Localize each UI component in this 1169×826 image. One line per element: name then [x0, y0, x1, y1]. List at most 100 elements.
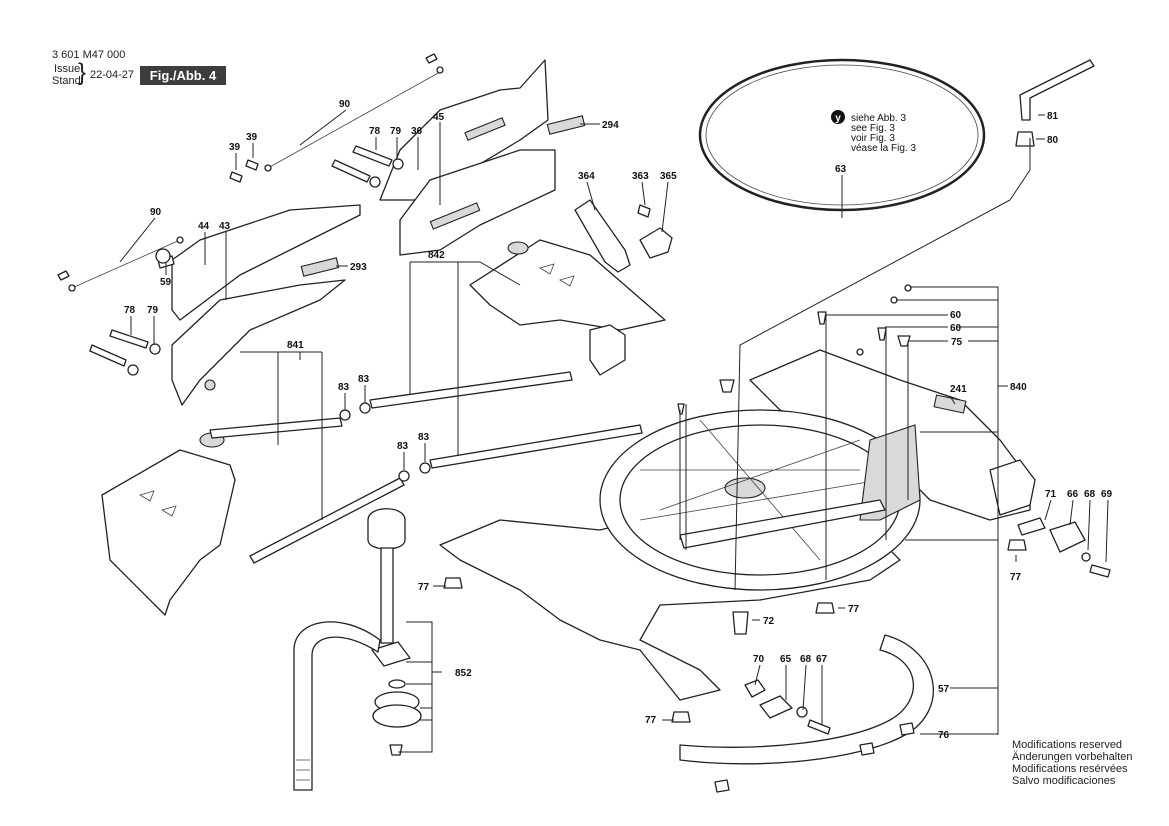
callout-labels: 90 90 39 39 78 79 36 45 294 44 43 59 293…: [124, 99, 1113, 741]
clip-83-d: [419, 462, 431, 474]
cable-wire-upper: [264, 53, 444, 172]
callout-59: 59: [160, 277, 172, 288]
callout-60: 60: [950, 323, 962, 334]
guide-rods: [209, 371, 643, 564]
callout-90: 90: [150, 207, 162, 218]
sticker-294: [546, 115, 586, 135]
reference-note-line: véase la Fig. 3: [851, 143, 916, 154]
callout-80: 80: [1047, 135, 1059, 146]
callout-241: 241: [950, 384, 967, 395]
issue-date: 22-04-27: [90, 69, 135, 81]
sticker-293: [300, 257, 340, 277]
callout-364: 364: [578, 171, 595, 182]
cable-wire-lower: [57, 236, 184, 292]
lock-assembly-right: [1017, 517, 1111, 578]
table-extension-left: [101, 432, 236, 616]
callout-44: 44: [198, 221, 210, 232]
callout-76: 76: [938, 730, 950, 741]
callout-60: 60: [950, 310, 962, 321]
nut-77-a: [443, 577, 463, 589]
cap-80: [1015, 131, 1035, 147]
callout-363: 363: [632, 171, 649, 182]
modifications-note: Modifications reserved Änderungen vorbeh…: [1012, 739, 1132, 787]
screw-39-a: [229, 171, 243, 183]
callout-77: 77: [1010, 572, 1022, 583]
callout-75: 75: [951, 337, 963, 348]
callout-67: 67: [816, 654, 828, 665]
table-extension-right: [469, 239, 666, 376]
bolt-78-lower: [89, 329, 161, 376]
callout-39: 39: [246, 132, 258, 143]
knob-365: [639, 227, 673, 259]
clip-83-b: [359, 402, 371, 414]
callout-77: 77: [418, 582, 430, 593]
callout-83: 83: [418, 432, 430, 443]
reference-note-line: see Fig. 3: [851, 123, 895, 134]
screw-39-b: [245, 159, 259, 171]
nut-77-d: [671, 711, 691, 723]
callout-293: 293: [350, 262, 367, 273]
handle-852: [293, 508, 422, 791]
callout-842: 842: [428, 250, 445, 261]
callout-71: 71: [1045, 489, 1057, 500]
reference-symbol: [831, 110, 845, 124]
lever-364: [574, 199, 631, 273]
callout-79: 79: [147, 305, 159, 316]
modifications-line: Modifications reserved: [1012, 739, 1123, 751]
callout-66: 66: [1067, 489, 1079, 500]
callout-83: 83: [358, 374, 370, 385]
modifications-line: Änderungen vorbehalten: [1012, 751, 1133, 763]
screws-60-75: [677, 284, 912, 415]
callout-90: 90: [339, 99, 351, 110]
machine-base: [439, 349, 1036, 701]
bolt-78-upper: [331, 145, 404, 188]
hex-key-81: [1019, 59, 1095, 121]
reference-note-line: voir Fig. 3: [851, 133, 895, 144]
nut-77-b: [1007, 539, 1027, 551]
callout-79: 79: [390, 126, 402, 137]
reference-symbol-letter: y: [835, 113, 841, 124]
callout-77: 77: [848, 604, 860, 615]
stand-label: Stand: [52, 75, 81, 87]
callout-78: 78: [369, 126, 381, 137]
reference-note-line: siehe Abb. 3: [851, 113, 906, 124]
callout-45: 45: [433, 112, 445, 123]
callout-365: 365: [660, 171, 677, 182]
callout-68: 68: [800, 654, 812, 665]
figure-label: Fig./Abb. 4: [140, 66, 226, 85]
leader-lines: [119, 109, 1109, 753]
brace-symbol: }: [78, 59, 87, 86]
callout-83: 83: [338, 382, 350, 393]
callout-83: 83: [397, 441, 409, 452]
fence-right-upper: [379, 59, 556, 256]
callout-39: 39: [229, 142, 241, 153]
bevel-scale: [679, 634, 934, 793]
nut-77-c: [815, 602, 835, 614]
clip-83-a: [339, 409, 351, 421]
callout-294: 294: [602, 120, 619, 131]
callout-65: 65: [780, 654, 792, 665]
callout-840: 840: [1010, 382, 1027, 393]
fence-left-upper: [155, 204, 361, 406]
callout-43: 43: [219, 221, 231, 232]
callout-36: 36: [411, 126, 423, 137]
clip-83-c: [398, 470, 410, 482]
callout-81: 81: [1047, 111, 1059, 122]
modifications-line: Salvo modificaciones: [1012, 775, 1116, 787]
issue-label: Issue: [54, 63, 81, 75]
modifications-line: Modifications resérvées: [1012, 763, 1128, 775]
callout-70: 70: [753, 654, 765, 665]
callout-852: 852: [455, 668, 472, 679]
callout-77: 77: [645, 715, 657, 726]
callout-57: 57: [938, 684, 950, 695]
callout-72: 72: [763, 616, 775, 627]
callout-78: 78: [124, 305, 136, 316]
doc-number: 3 601 M47 000: [52, 49, 126, 61]
callout-69: 69: [1101, 489, 1113, 500]
screw-363: [637, 204, 651, 218]
callout-841: 841: [287, 340, 304, 351]
lock-assembly-lower: [732, 611, 831, 735]
callout-68: 68: [1084, 489, 1096, 500]
callout-63: 63: [835, 164, 847, 175]
